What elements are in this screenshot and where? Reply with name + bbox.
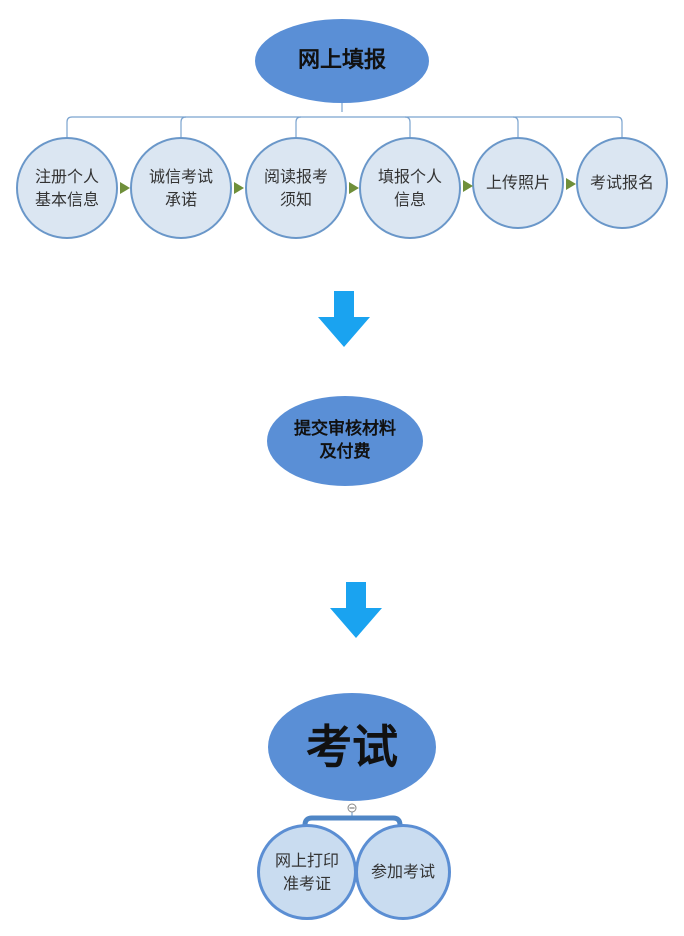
exam-node: 考试	[268, 693, 436, 801]
exam-label: 考试	[306, 719, 398, 774]
print-admission-ticket-node: 网上打印 准考证	[257, 824, 357, 920]
flow-arrow-4	[463, 180, 473, 192]
down-arrow-icon	[330, 582, 382, 638]
online-registration-node: 网上填报	[255, 19, 429, 103]
step-integrity-pledge: 诚信考试 承诺	[130, 137, 232, 239]
take-exam-label: 参加考试	[370, 862, 435, 882]
flow-arrow-5	[566, 178, 576, 190]
flow-arrow-3	[349, 182, 359, 194]
step-register: 注册个人 基本信息	[16, 137, 118, 239]
step-upload-photo-label: 上传照片	[485, 173, 550, 193]
step-exam-signup: 考试报名	[576, 137, 668, 229]
take-exam-node: 参加考试	[355, 824, 451, 920]
down-arrow-icon	[318, 291, 370, 347]
step-read-notice-label: 阅读报考 须知	[263, 166, 328, 209]
flow-arrow-2	[234, 182, 244, 194]
step-upload-photo: 上传照片	[472, 137, 564, 229]
submit-materials-node: 提交审核材料 及付费	[267, 396, 423, 486]
step-exam-signup-label: 考试报名	[589, 173, 654, 193]
submit-materials-label: 提交审核材料 及付费	[294, 419, 396, 462]
print-admission-ticket-label: 网上打印 准考证	[274, 850, 339, 893]
step-integrity-pledge-label: 诚信考试 承诺	[148, 166, 213, 209]
exam-branch-connector	[302, 803, 403, 826]
online-registration-label: 网上填报	[297, 48, 386, 74]
flow-arrow-1	[120, 182, 130, 194]
step-fill-info: 填报个人 信息	[359, 137, 461, 239]
step-read-notice: 阅读报考 须知	[245, 137, 347, 239]
step-fill-info-label: 填报个人 信息	[377, 166, 442, 209]
step-register-label: 注册个人 基本信息	[34, 166, 99, 209]
